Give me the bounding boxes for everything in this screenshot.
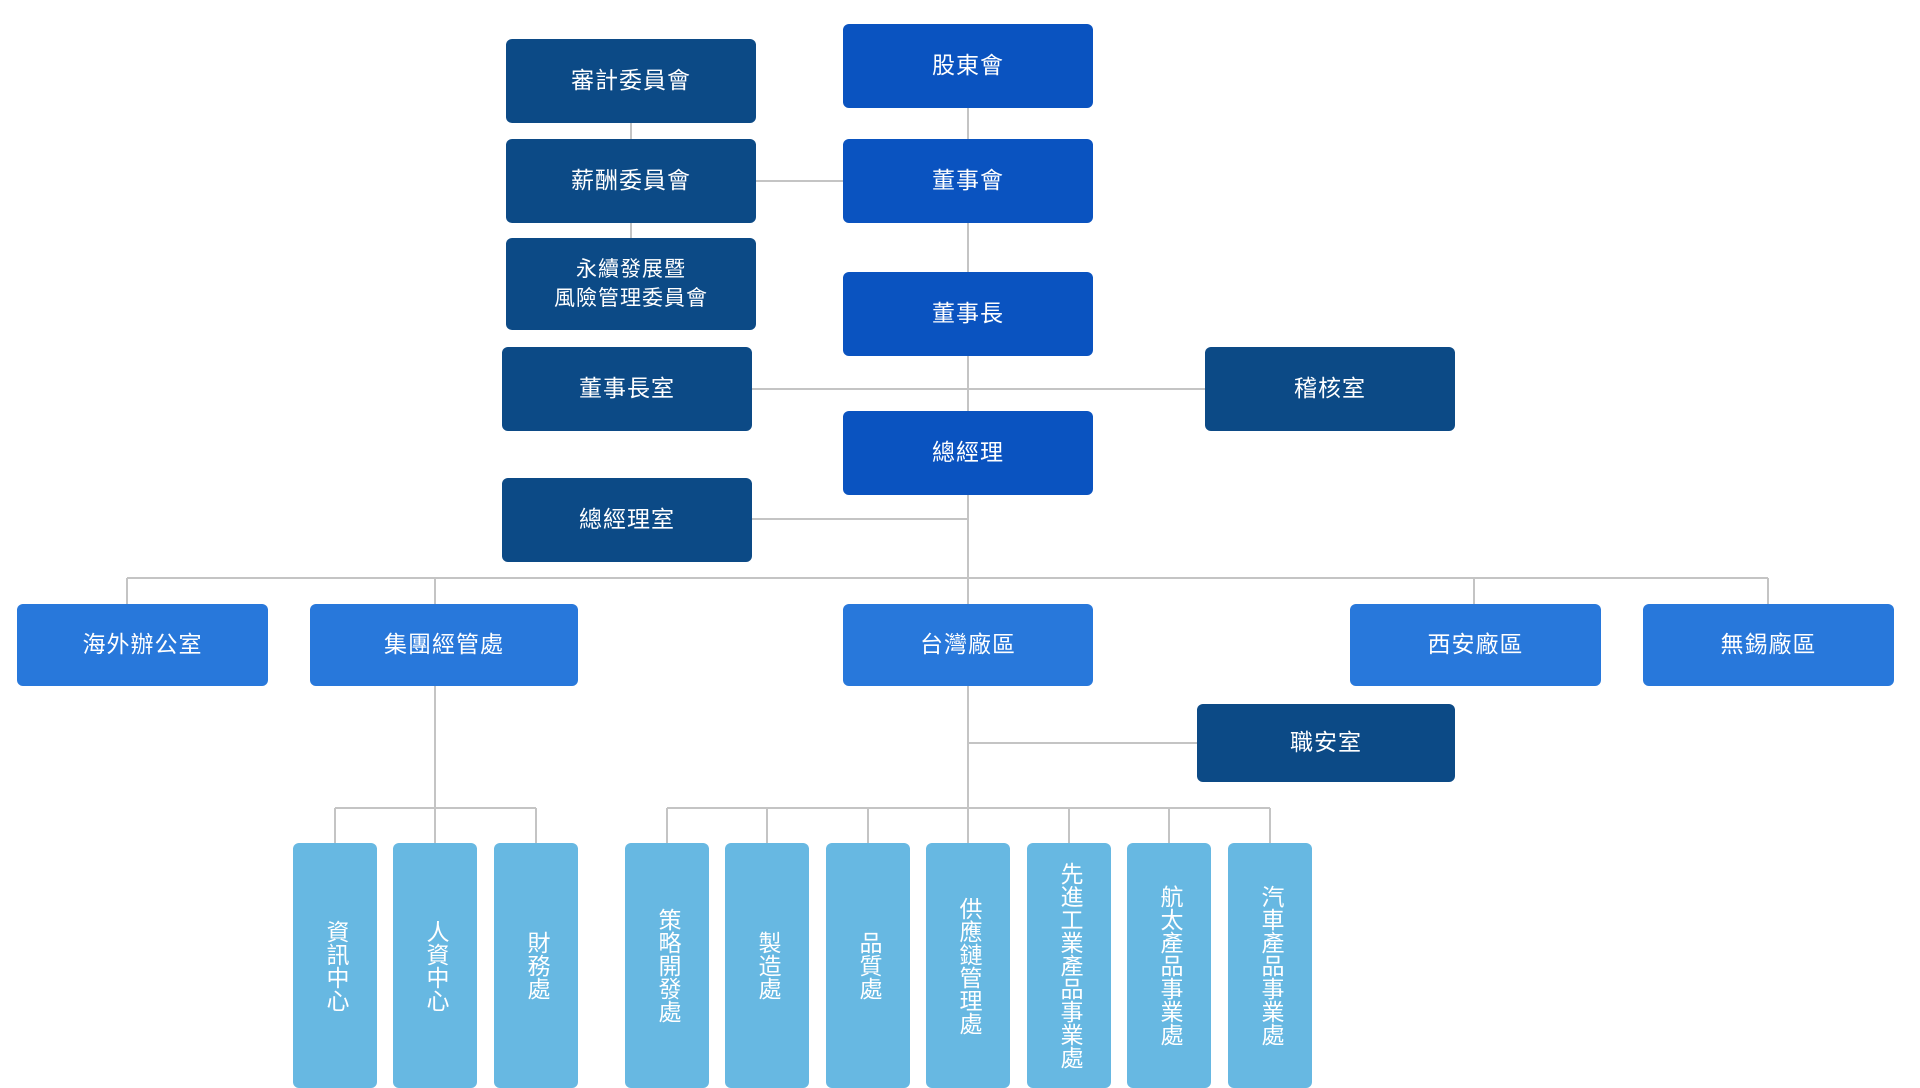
aerospace-box: 航太產品事業處: [1127, 843, 1211, 1088]
it-center-label: 資訊中心: [322, 919, 348, 1012]
supply-chain-label: 供應鏈管理處: [955, 896, 981, 1035]
internal-audit-box: 稽核室: [1205, 347, 1455, 431]
wuxi-plant-box: 無錫廠區: [1643, 604, 1894, 686]
audit-committee-box: 審計委員會: [506, 39, 756, 123]
finance-box: 財務處: [494, 843, 578, 1088]
group-management-label: 集團經管處: [384, 632, 504, 658]
manufacturing-box: 製造處: [725, 843, 809, 1088]
shareholders-label: 股東會: [932, 53, 1004, 79]
internal-audit-label: 稽核室: [1294, 376, 1366, 402]
advanced-industry-box: 先進工業產品事業處: [1027, 843, 1111, 1088]
president-office-label: 總經理室: [579, 507, 675, 533]
xian-plant-box: 西安廠區: [1350, 604, 1601, 686]
president-box: 總經理: [843, 411, 1093, 495]
president-office-box: 總經理室: [502, 478, 752, 562]
quality-label: 品質處: [855, 931, 881, 1000]
supply-chain-box: 供應鏈管理處: [926, 843, 1010, 1088]
board-label: 董事會: [932, 168, 1004, 194]
president-label: 總經理: [932, 440, 1004, 466]
group-management-box: 集團經管處: [310, 604, 578, 686]
strategy-dev-label: 策略開發處: [654, 908, 680, 1023]
safety-office-box: 職安室: [1197, 704, 1455, 782]
automotive-box: 汽車產品事業處: [1228, 843, 1312, 1088]
aerospace-label: 航太產品事業處: [1156, 885, 1182, 1046]
shareholders-box: 股東會: [843, 24, 1093, 108]
chairman-label: 董事長: [932, 301, 1004, 327]
it-center-box: 資訊中心: [293, 843, 377, 1088]
quality-box: 品質處: [826, 843, 910, 1088]
chairman-office-label: 董事長室: [579, 376, 675, 402]
compensation-committee-box: 薪酬委員會: [506, 139, 756, 223]
sustainability-committee-label-line1: 永續發展暨: [576, 257, 686, 281]
taiwan-plant-label: 台灣廠區: [920, 632, 1016, 658]
compensation-committee-label: 薪酬委員會: [571, 168, 691, 194]
sustainability-committee-box: 永續發展暨 風險管理委員會: [506, 238, 756, 330]
wuxi-plant-label: 無錫廠區: [1720, 632, 1817, 658]
manufacturing-label: 製造處: [754, 931, 780, 1000]
taiwan-plant-box: 台灣廠區: [843, 604, 1093, 686]
strategy-dev-box: 策略開發處: [625, 843, 709, 1088]
xian-plant-label: 西安廠區: [1427, 632, 1524, 658]
chairman-office-box: 董事長室: [502, 347, 752, 431]
overseas-office-box: 海外辦公室: [17, 604, 268, 686]
hr-center-box: 人資中心: [393, 843, 477, 1088]
sustainability-committee-label-line2: 風險管理委員會: [554, 286, 708, 310]
safety-office-label: 職安室: [1290, 730, 1362, 756]
automotive-label: 汽車產品事業處: [1257, 885, 1283, 1046]
board-box: 董事會: [843, 139, 1093, 223]
overseas-office-label: 海外辦公室: [82, 632, 203, 658]
advanced-industry-label: 先進工業產品事業處: [1056, 862, 1082, 1069]
finance-label: 財務處: [523, 931, 549, 1000]
audit-committee-label: 審計委員會: [571, 68, 691, 94]
hr-center-label: 人資中心: [422, 919, 448, 1012]
chairman-box: 董事長: [843, 272, 1093, 356]
